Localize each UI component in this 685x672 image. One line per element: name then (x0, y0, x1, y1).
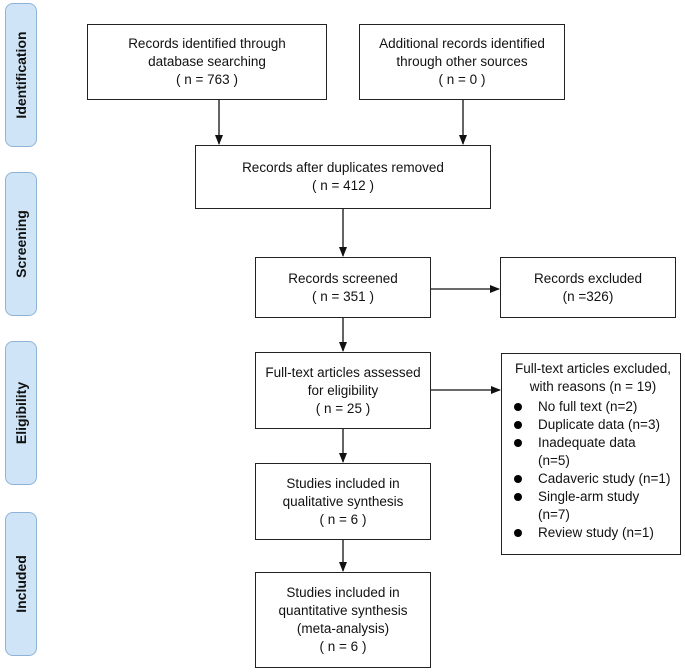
box-fulltext-assessed: Full-text articles assessed for eligibil… (255, 352, 431, 429)
phase-identification: Identification (5, 3, 37, 147)
box-records-identified-database: Records identified through database sear… (87, 24, 327, 100)
box-records-after-duplicates: Records after duplicates removed ( n = 4… (195, 145, 491, 209)
bullet-icon (514, 475, 522, 483)
box-text: Records identified through (128, 36, 286, 51)
list-item: Inadequate data (n=5) (512, 434, 674, 470)
box-text: Records excluded (533, 270, 643, 286)
phase-eligibility-label: Eligibility (13, 381, 29, 445)
box-text: Studies included in (286, 585, 400, 600)
box-text: with reasons (n = 19) (529, 379, 657, 394)
reason-text: Duplicate data (n=3) (538, 417, 660, 432)
bullet-icon (514, 403, 522, 411)
reason-text: No full text (n=2) (538, 399, 638, 414)
box-text: Records screened (288, 270, 398, 286)
box-text: Full-text articles assessed (265, 364, 421, 380)
box-text: Full-text articles excluded, (514, 361, 672, 376)
phase-screening-label: Screening (13, 210, 29, 278)
box-records-excluded: Records excluded (n =326) (500, 257, 676, 318)
box-fulltext-excluded: Full-text articles excluded, with reason… (501, 353, 681, 555)
bullet-icon (514, 529, 522, 537)
box-count: ( n = 412 ) (312, 178, 374, 193)
reason-count: (n=7) (538, 507, 570, 522)
reason-text: Inadequate data (538, 435, 636, 450)
box-text: quantitative synthesis (278, 603, 408, 618)
box-additional-records: Additional records identified through ot… (359, 24, 565, 100)
exclusion-reasons-list: No full text (n=2) Duplicate data (n=3) … (512, 398, 674, 542)
reason-text: Cadaveric study (n=1) (538, 471, 671, 486)
phase-screening: Screening (5, 172, 37, 316)
box-text: (meta-analysis) (296, 621, 390, 636)
box-text: through other sources (396, 54, 528, 69)
box-count: ( n = 25 ) (315, 400, 371, 416)
phase-included-label: Included (13, 555, 29, 613)
box-text: database searching (148, 54, 266, 69)
reason-count: (n=5) (538, 453, 570, 468)
box-text: Studies included in (286, 475, 400, 491)
box-text: qualitative synthesis (282, 493, 404, 509)
list-item: Duplicate data (n=3) (512, 416, 674, 434)
box-count: ( n = 6 ) (319, 639, 367, 654)
box-qualitative-synthesis: Studies included in qualitative synthesi… (255, 463, 431, 540)
bullet-icon (514, 421, 522, 429)
reason-text: Review study (n=1) (538, 525, 654, 540)
bullet-icon (514, 439, 522, 447)
box-text: Records after duplicates removed (242, 160, 444, 175)
box-text: Additional records identified (379, 36, 545, 51)
box-text: for eligibility (307, 382, 379, 398)
box-records-screened: Records screened ( n = 351 ) (255, 257, 431, 318)
box-count: ( n = 0 ) (438, 72, 486, 87)
reason-text: Single-arm study (538, 489, 640, 504)
box-count: ( n = 351 ) (312, 288, 374, 304)
box-count: ( n = 6 ) (319, 511, 367, 527)
list-item: Review study (n=1) (512, 524, 674, 542)
list-item: No full text (n=2) (512, 398, 674, 416)
list-item: Cadaveric study (n=1) (512, 470, 674, 488)
box-quantitative-synthesis: Studies included in quantitative synthes… (255, 572, 431, 668)
list-item: Single-arm study (n=7) (512, 488, 674, 524)
box-count: (n =326) (562, 288, 614, 304)
phase-included: Included (5, 512, 37, 656)
phase-identification-label: Identification (13, 31, 29, 119)
phase-eligibility: Eligibility (5, 341, 37, 485)
bullet-icon (514, 493, 522, 501)
box-count: ( n = 763 ) (176, 72, 238, 87)
